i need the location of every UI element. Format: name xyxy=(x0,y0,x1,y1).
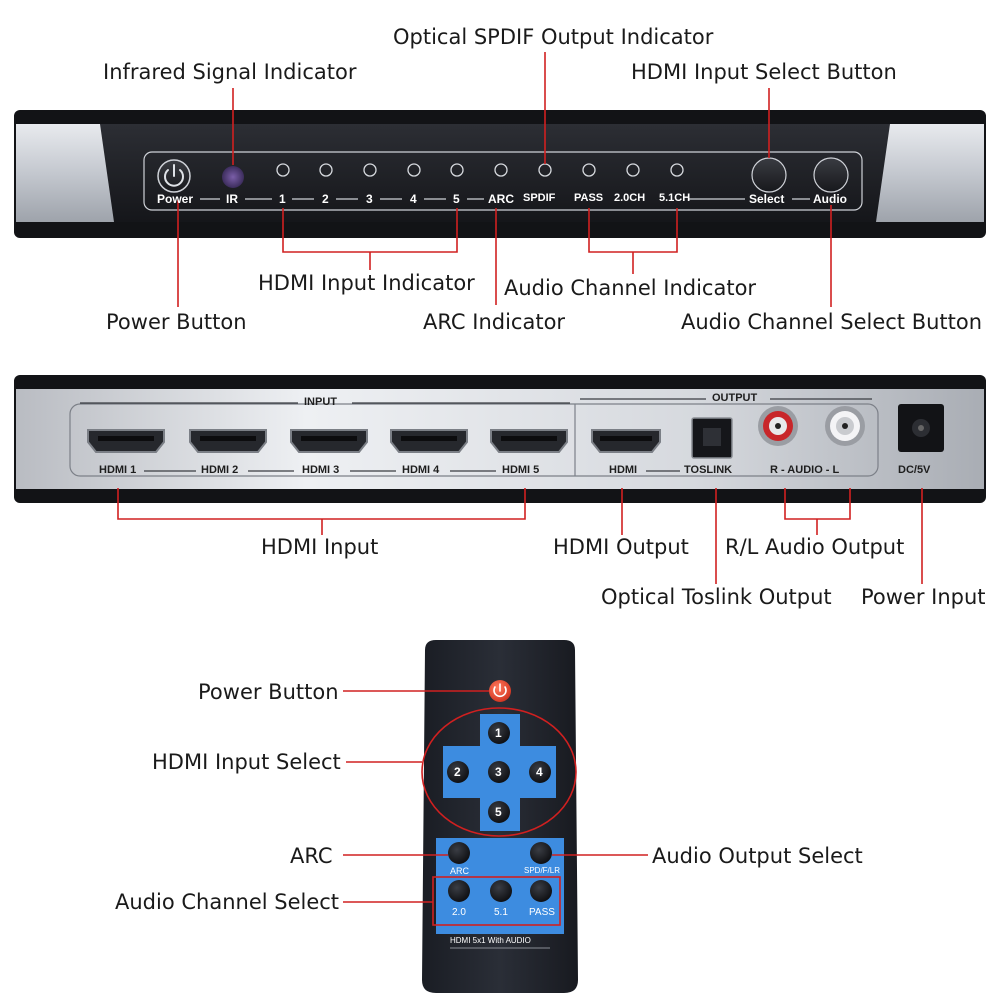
remote-51-label: 5.1 xyxy=(494,907,508,918)
front-input-3-label: 3 xyxy=(366,192,373,206)
remote-arc-label: ARC xyxy=(450,866,470,876)
remote-control xyxy=(422,640,578,993)
callout-hdmi-input-select-button: HDMI Input Select Button xyxy=(631,60,897,84)
remote-key-5[interactable]: 5 xyxy=(495,805,502,819)
callout-arc-indicator: ARC Indicator xyxy=(423,310,566,334)
remote-key-3[interactable]: 3 xyxy=(495,765,502,779)
back-hdmi1-label: HDMI 1 xyxy=(99,464,137,476)
callout-audio-channel-select-button: Audio Channel Select Button xyxy=(681,310,983,334)
back-dc-label: DC/5V xyxy=(898,464,931,476)
remote-key-1[interactable]: 1 xyxy=(495,726,502,740)
front-20ch-label: 2.0CH xyxy=(614,192,646,204)
back-output-header: OUTPUT xyxy=(712,392,758,404)
callout-remote-audio-output-select: Audio Output Select xyxy=(652,844,863,868)
front-select-label: Select xyxy=(749,192,785,206)
callout-hdmi-input: HDMI Input xyxy=(261,535,379,559)
back-hdmi2-label: HDMI 2 xyxy=(201,464,239,476)
front-power-label: Power xyxy=(157,192,194,206)
back-input-header: INPUT xyxy=(304,396,337,408)
back-hdmi3-label: HDMI 3 xyxy=(302,464,340,476)
front-input-5-label: 5 xyxy=(453,192,460,206)
callout-infrared-indicator: Infrared Signal Indicator xyxy=(103,60,357,84)
back-hdmi4-label: HDMI 4 xyxy=(402,464,440,476)
callout-hdmi-output: HDMI Output xyxy=(553,535,689,559)
front-spdif-label: SPDIF xyxy=(523,192,556,204)
back-hdmi5-label: HDMI 5 xyxy=(502,464,540,476)
back-toslink-label: TOSLINK xyxy=(684,464,733,476)
front-pass-label: PASS xyxy=(574,192,604,204)
front-arc-label: ARC xyxy=(488,192,514,206)
back-audio-rl-label: R - AUDIO - L xyxy=(770,464,840,476)
front-input-1-label: 1 xyxy=(279,192,286,206)
callout-lines xyxy=(117,52,923,926)
remote-20-label: 2.0 xyxy=(452,907,466,918)
callout-power-input: Power Input xyxy=(861,585,986,609)
front-51ch-label: 5.1CH xyxy=(659,192,691,204)
callout-rl-audio-output: R/L Audio Output xyxy=(725,535,905,559)
back-hdmi-out-label: HDMI xyxy=(609,464,638,476)
back-panel xyxy=(14,375,986,503)
callout-remote-power-button: Power Button xyxy=(198,680,339,704)
remote-model-label: HDMI 5x1 With AUDIO xyxy=(450,936,531,945)
callout-remote-arc: ARC xyxy=(290,844,333,868)
front-panel xyxy=(14,110,986,238)
front-input-4-label: 4 xyxy=(410,192,417,206)
front-audio-label: Audio xyxy=(813,192,847,206)
callout-optical-spdif-indicator: Optical SPDIF Output Indicator xyxy=(393,25,714,49)
callout-power-button: Power Button xyxy=(106,310,247,334)
remote-key-4[interactable]: 4 xyxy=(536,765,543,779)
callout-audio-channel-indicator: Audio Channel Indicator xyxy=(504,276,757,300)
remote-key-2[interactable]: 2 xyxy=(454,765,461,779)
callout-remote-hdmi-input-select: HDMI Input Select xyxy=(152,750,341,774)
callout-remote-audio-channel-select: Audio Channel Select xyxy=(115,890,340,914)
remote-pass-label: PASS xyxy=(529,907,555,918)
front-input-2-label: 2 xyxy=(322,192,329,206)
callout-optical-toslink-output: Optical Toslink Output xyxy=(601,585,832,609)
remote-spdif-label: SPD/F/LR xyxy=(524,866,561,875)
front-ir-label: IR xyxy=(226,192,238,206)
callout-hdmi-input-indicator: HDMI Input Indicator xyxy=(258,271,475,295)
